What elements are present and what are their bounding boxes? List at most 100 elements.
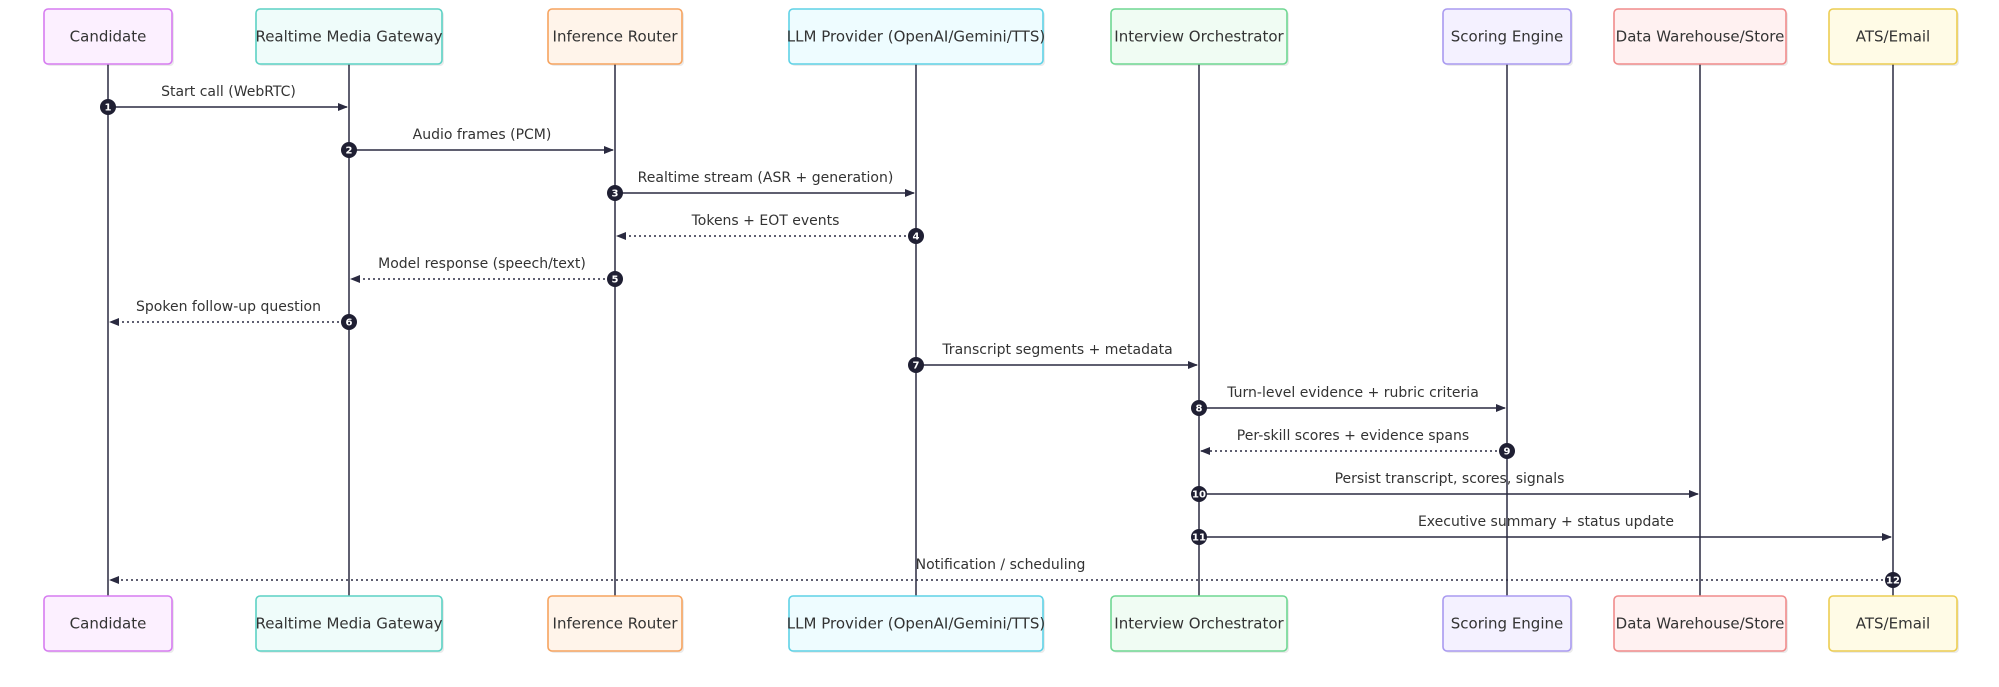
sequence-number-badge: 6 [341,314,357,330]
actor-label: Scoring Engine [1451,28,1564,46]
actor-box [43,8,173,65]
actor-box [547,8,683,65]
sequence-number: 2 [346,146,353,157]
message-3: Realtime stream (ASR + generation) 3 [607,170,915,201]
actor-box [1110,8,1288,65]
actor-box [1828,8,1958,65]
actor-box [1110,595,1288,652]
message-label: Transcript segments + metadata [941,342,1172,358]
message-9: Per-skill scores + evidence spans 9 [1200,428,1515,459]
message-label: Per-skill scores + evidence spans [1237,428,1469,444]
actor-box [1613,595,1787,652]
sequence-number-badge: 1 [100,99,116,115]
sequence-number: 3 [612,189,619,200]
actor-label: Inference Router [553,615,679,633]
message-5: Model response (speech/text) 5 [350,256,623,287]
message-label: Audio frames (PCM) [413,127,552,143]
actor-box [1613,8,1787,65]
actor-label: Realtime Media Gateway [255,615,442,633]
message-11: Executive summary + status update 11 [1191,514,1892,545]
actor-label: Candidate [70,615,147,633]
actors-top: Candidate Realtime Media Gateway Inference… [43,8,1959,66]
sequence-number: 1 [105,103,112,114]
actor-label: Interview Orchestrator [1114,615,1284,633]
sequence-number-badge: 10 [1191,486,1207,502]
actor-label: Scoring Engine [1451,615,1564,633]
message-2: Audio frames (PCM) 2 [341,127,614,158]
actor-box [788,595,1044,652]
message-8: Turn-level evidence + rubric criteria 8 [1191,385,1506,416]
actor-ats-top: ATS/Email [1828,8,1959,66]
sequence-number-badge: 9 [1499,443,1515,459]
actor-orchestrator-top: Interview Orchestrator [1110,8,1289,66]
actor-scoring-bottom: Scoring Engine [1442,595,1573,653]
actor-box [788,8,1044,65]
sequence-number-badge: 3 [607,185,623,201]
message-label: Notification / scheduling [916,557,1086,573]
sequence-number-badge: 7 [908,357,924,373]
sequence-number: 6 [346,318,353,329]
actor-label: LLM Provider (OpenAI/Gemini/TTS) [787,28,1045,46]
actor-box [1442,595,1572,652]
sequence-number: 12 [1886,576,1900,587]
actor-gateway-bottom: Realtime Media Gateway [255,595,444,653]
actor-box [43,595,173,652]
sequence-number: 11 [1192,533,1206,544]
actor-label: LLM Provider (OpenAI/Gemini/TTS) [787,615,1045,633]
message-10: Persist transcript, scores, signals 10 [1191,471,1699,502]
actor-box [1442,8,1572,65]
sequence-number: 8 [1196,404,1203,415]
message-label: Tokens + EOT events [691,213,840,229]
actor-scoring-top: Scoring Engine [1442,8,1573,66]
actor-box [1828,595,1958,652]
actor-label: ATS/Email [1856,615,1930,633]
actor-label: Data Warehouse/Store [1616,615,1785,633]
actor-candidate-bottom: Candidate [43,595,174,653]
actor-ats-bottom: ATS/Email [1828,595,1959,653]
actor-box [255,595,443,652]
sequence-number-badge: 4 [908,228,924,244]
actor-label: Candidate [70,28,147,46]
actor-orchestrator-bottom: Interview Orchestrator [1110,595,1289,653]
sequence-number-badge: 2 [341,142,357,158]
actor-box [547,595,683,652]
message-label: Model response (speech/text) [378,256,586,272]
sequence-number: 10 [1192,490,1206,501]
actor-router-bottom: Inference Router [547,595,684,653]
sequence-number-badge: 8 [1191,400,1207,416]
actor-label: Inference Router [553,28,679,46]
actor-gateway-top: Realtime Media Gateway [255,8,444,66]
sequence-number: 5 [612,275,619,286]
actor-label: Interview Orchestrator [1114,28,1284,46]
sequence-number-badge: 5 [607,271,623,287]
message-7: Transcript segments + metadata 7 [908,342,1198,373]
actor-warehouse-top: Data Warehouse/Store [1613,8,1788,66]
actor-label: Realtime Media Gateway [255,28,442,46]
actor-label: Data Warehouse/Store [1616,28,1785,46]
message-label: Start call (WebRTC) [161,84,296,100]
sequence-number: 9 [1504,447,1511,458]
actor-llm-top: LLM Provider (OpenAI/Gemini/TTS) [787,8,1045,66]
actor-label: ATS/Email [1856,28,1930,46]
sequence-number: 4 [913,232,920,243]
message-label: Realtime stream (ASR + generation) [638,170,894,186]
message-1: Start call (WebRTC) 1 [100,84,348,115]
actor-llm-bottom: LLM Provider (OpenAI/Gemini/TTS) [787,595,1045,653]
message-label: Executive summary + status update [1418,514,1674,530]
sequence-number-badge: 11 [1191,529,1207,545]
sequence-number: 7 [913,361,920,372]
message-label: Persist transcript, scores, signals [1335,471,1565,487]
sequence-number-badge: 12 [1885,572,1901,588]
actor-router-top: Inference Router [547,8,684,66]
message-4: Tokens + EOT events 4 [616,213,924,244]
message-6: Spoken follow-up question 6 [109,299,357,330]
message-12: Notification / scheduling 12 [109,557,1901,588]
message-label: Turn-level evidence + rubric criteria [1226,385,1479,401]
actor-warehouse-bottom: Data Warehouse/Store [1613,595,1788,653]
message-label: Spoken follow-up question [136,299,321,315]
actor-box [255,8,443,65]
actors-bottom: Candidate Realtime Media Gateway Inference… [43,595,1959,653]
actor-candidate-top: Candidate [43,8,174,66]
